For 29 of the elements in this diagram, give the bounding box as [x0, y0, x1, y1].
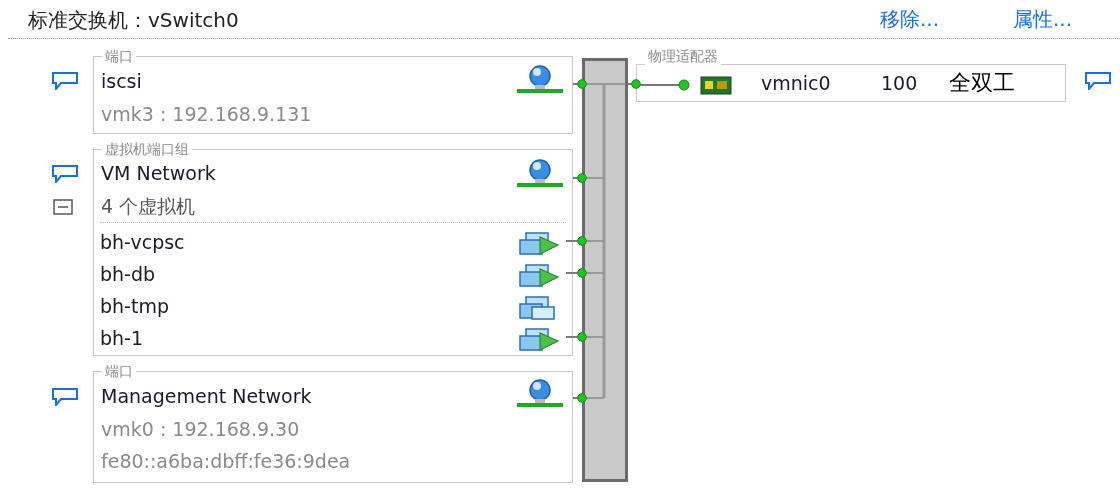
port-detail: 4 个虚拟机 [101, 194, 196, 218]
vm-name: bh-db [100, 262, 156, 286]
switch-bar [582, 58, 628, 482]
port-name: iscsi [101, 69, 142, 93]
connector-line [572, 173, 587, 183]
group-heading: 端口 [102, 362, 136, 380]
connector-line [627, 79, 641, 89]
connector-line [565, 236, 587, 246]
group-heading: 端口 [102, 47, 136, 65]
port-name: Management Network [101, 384, 312, 408]
vm-name: bh-vcpsc [100, 230, 185, 254]
vm-name: bh-tmp [100, 294, 169, 318]
adapter-speed: 100 [881, 71, 918, 96]
title: 标准交换机：vSwitch0 [28, 7, 239, 34]
action-link: 移除... [880, 6, 940, 32]
connector-line [565, 332, 587, 342]
port-detail: vmk3 : 192.168.9.131 [101, 102, 312, 126]
port-name: VM Network [101, 161, 216, 185]
vm-name: bh-1 [100, 326, 144, 350]
action-link: 属性... [1013, 6, 1073, 32]
connector-line [572, 79, 587, 89]
group-heading: 物理适配器 [645, 47, 721, 65]
connector-line [572, 393, 587, 403]
port-detail: fe80::a6ba:dbff:fe36:9dea [101, 449, 351, 473]
adapter-name: vmnic0 [761, 71, 831, 96]
adapter-duplex: 全双工 [949, 70, 1015, 96]
group-heading: 虚拟机端口组 [102, 140, 192, 158]
connector-line [565, 268, 587, 278]
port-detail: vmk0 : 192.168.9.30 [101, 417, 300, 441]
